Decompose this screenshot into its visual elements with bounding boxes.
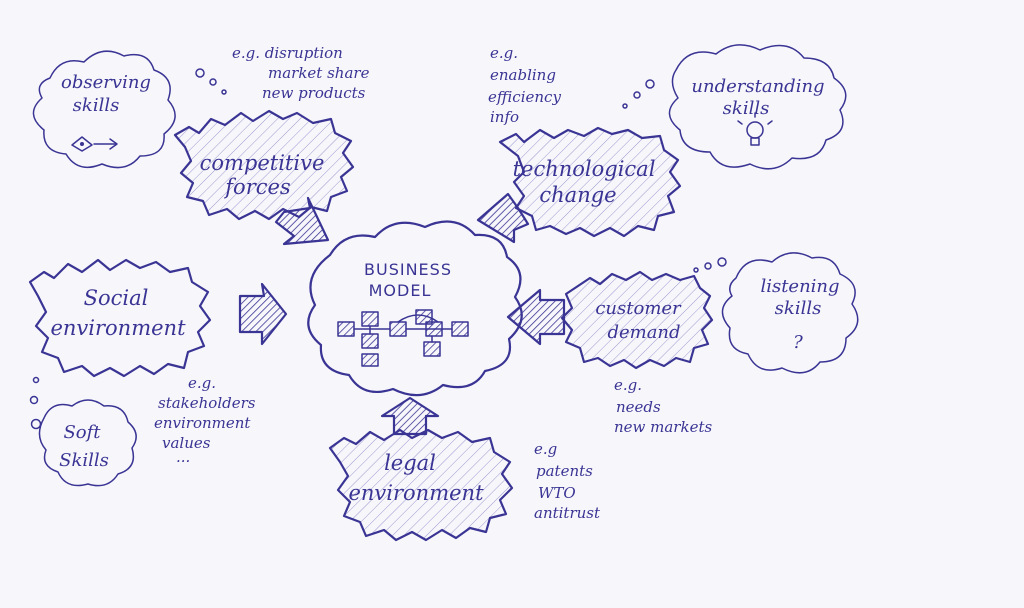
business-model-node: BUSINESS MODEL — [307, 220, 523, 397]
customer-arrow — [506, 288, 566, 346]
observing-skills-line1: observing — [61, 72, 151, 93]
legal-environment-line2: environment — [348, 481, 484, 505]
understanding-skills-line2: skills — [723, 98, 770, 119]
legal-arrow — [380, 396, 440, 436]
competitive-example-2: market share — [268, 64, 370, 82]
social-example-5: ... — [176, 448, 190, 466]
social-arrow — [238, 282, 288, 346]
technological-arrow — [476, 192, 530, 244]
legal-environment-node: legal environment — [328, 428, 514, 542]
social-example-1: e.g. — [188, 374, 216, 392]
customer-example-3: new markets — [614, 418, 712, 436]
listening-skills-line2: skills — [775, 298, 822, 319]
technological-change-examples: e.g. enabling efficiency info — [488, 44, 561, 126]
soft-skills-line1: Soft — [63, 422, 101, 443]
technological-change-node: technological change — [498, 126, 682, 238]
customer-demand-node: customer demand — [560, 270, 714, 370]
understanding-thought-bubbles — [622, 79, 655, 109]
competitive-forces-line1: competitive — [200, 151, 325, 175]
technological-example-2: enabling — [490, 66, 556, 84]
competitive-arrow — [274, 196, 330, 246]
customer-demand-line1: customer — [595, 298, 682, 319]
building-blocks-icon — [337, 309, 469, 367]
social-environment-node: Social environment — [28, 258, 212, 378]
eye-arrow-icon — [71, 136, 118, 152]
center-title-line2: MODEL — [369, 281, 432, 300]
legal-environment-line1: legal — [384, 451, 436, 475]
observing-skills-line2: skills — [73, 95, 120, 116]
listening-skills-cloud: listening skills ? — [721, 252, 859, 374]
social-example-2: stakeholders — [158, 394, 256, 412]
competitive-forces-line2: forces — [223, 175, 291, 199]
customer-example-1: e.g. — [614, 376, 642, 394]
soft-thought-bubbles — [29, 376, 42, 430]
technological-example-3: efficiency — [488, 88, 561, 106]
legal-example-1: e.g — [534, 440, 557, 458]
customer-demand-line2: demand — [607, 322, 680, 343]
competitive-forces-examples: e.g. disruption market share new product… — [232, 44, 370, 102]
legal-example-4: antitrust — [534, 504, 601, 522]
technological-change-line1: technological — [513, 157, 656, 181]
listening-skills-line1: listening — [760, 276, 839, 297]
lightbulb-icon — [737, 112, 773, 146]
technological-example-4: info — [490, 108, 519, 126]
competitive-example-1: e.g. disruption — [232, 44, 343, 62]
social-environment-line1: Social — [84, 286, 149, 310]
social-example-3: environment — [154, 414, 251, 432]
soft-skills-line2: Skills — [59, 450, 109, 471]
legal-environment-examples: e.g patents WTO antitrust — [534, 440, 601, 522]
question-mark-icon: ? — [793, 332, 803, 353]
social-example-4: values — [162, 434, 211, 452]
soft-skills-cloud: Soft Skills — [38, 399, 137, 487]
observing-skills-cloud: observing skills — [32, 50, 176, 169]
understanding-skills-cloud: understanding skills — [668, 44, 847, 170]
observing-thought-bubbles — [195, 68, 227, 95]
customer-demand-examples: e.g. needs new markets — [614, 376, 712, 436]
listening-thought-bubbles — [693, 257, 727, 273]
social-environment-examples: e.g. stakeholders environment values ... — [154, 374, 256, 466]
technological-change-line2: change — [539, 183, 616, 207]
customer-example-2: needs — [616, 398, 661, 416]
technological-example-1: e.g. — [490, 44, 518, 62]
center-title-line1: BUSINESS — [364, 260, 452, 279]
legal-example-2: patents — [536, 462, 593, 480]
legal-example-3: WTO — [538, 484, 576, 502]
understanding-skills-line1: understanding — [691, 76, 824, 97]
social-environment-line2: environment — [50, 316, 186, 340]
competitive-forces-node: competitive forces — [173, 109, 355, 221]
competitive-example-3: new products — [262, 84, 366, 102]
